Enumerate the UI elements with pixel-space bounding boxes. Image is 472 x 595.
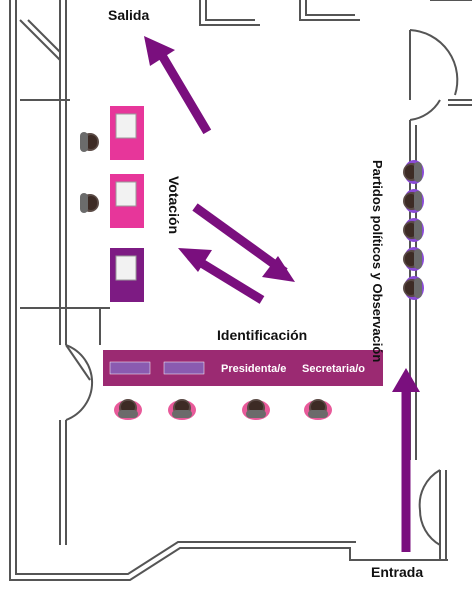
door-icon bbox=[65, 29, 459, 546]
observer-icon bbox=[403, 160, 424, 300]
exit-label: Salida bbox=[108, 7, 150, 23]
identification-table bbox=[103, 350, 383, 386]
identification-label: Identificación bbox=[217, 327, 308, 343]
voting-label: Votación bbox=[166, 176, 182, 235]
president-seat-label: Presidenta/e bbox=[221, 363, 287, 375]
entrance-label: Entrada bbox=[371, 564, 424, 580]
secretary-seat-label: Secretaria/o bbox=[302, 363, 365, 375]
parties-observers-label: Partidos políticos y Observación bbox=[370, 160, 385, 363]
poll-worker-icon bbox=[114, 399, 332, 420]
direction-arrow-icon bbox=[144, 36, 420, 552]
voter-icon bbox=[80, 132, 99, 213]
voting-booth-icon bbox=[110, 106, 144, 302]
